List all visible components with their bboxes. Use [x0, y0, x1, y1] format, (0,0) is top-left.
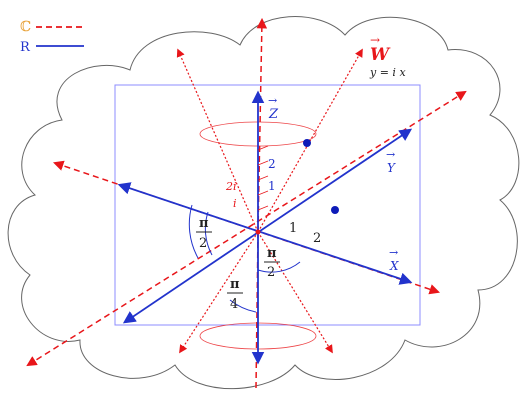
- angle-arc-right: [257, 261, 301, 273]
- angle-arc-bottom: [229, 299, 257, 313]
- w-equation: y = i x: [369, 66, 406, 79]
- legend-complex-symbol: ℂ: [20, 19, 31, 35]
- z-tick-i: i: [233, 197, 237, 210]
- angle-arc-left: [204, 211, 213, 256]
- angle-label-bottom: π 4: [227, 277, 243, 312]
- z-tick-2: 2: [268, 157, 276, 171]
- x-tick-2: 2: [313, 231, 321, 246]
- w-vector-arrow: →: [370, 33, 380, 47]
- complex-axis-long: [26, 90, 467, 367]
- svg-text:2: 2: [199, 236, 207, 251]
- z-tick-2i: 2i: [225, 180, 237, 193]
- svg-text:2: 2: [267, 265, 275, 280]
- svg-text:4: 4: [230, 297, 238, 312]
- y-axis-label: Y: [387, 161, 396, 175]
- svg-text:π: π: [267, 246, 277, 261]
- angle-label-left: π 2: [196, 216, 212, 251]
- legend-real-symbol: R: [20, 40, 31, 55]
- x-axis-label: X: [389, 259, 399, 273]
- real-x-axis: [117, 182, 413, 285]
- x-vector-arrow: →: [389, 246, 398, 259]
- svg-text:π: π: [199, 216, 209, 231]
- x-tick-1: 1: [289, 221, 297, 236]
- cloud-outline: [7, 16, 520, 390]
- z-axis-hatches: [257, 145, 269, 211]
- point-middle: [331, 206, 339, 214]
- angle-arc-left-outer: [188, 204, 199, 259]
- svg-text:π: π: [230, 277, 240, 292]
- origin-point: [255, 229, 261, 235]
- w-axis-label: W: [370, 45, 391, 65]
- point-upper: [303, 139, 311, 147]
- z-axis-label: Z: [268, 107, 279, 122]
- angle-label-right: π 2: [264, 246, 280, 280]
- y-vector-arrow: →: [386, 148, 395, 161]
- z-vector-arrow: →: [268, 94, 277, 107]
- z-tick-1: 1: [268, 179, 276, 193]
